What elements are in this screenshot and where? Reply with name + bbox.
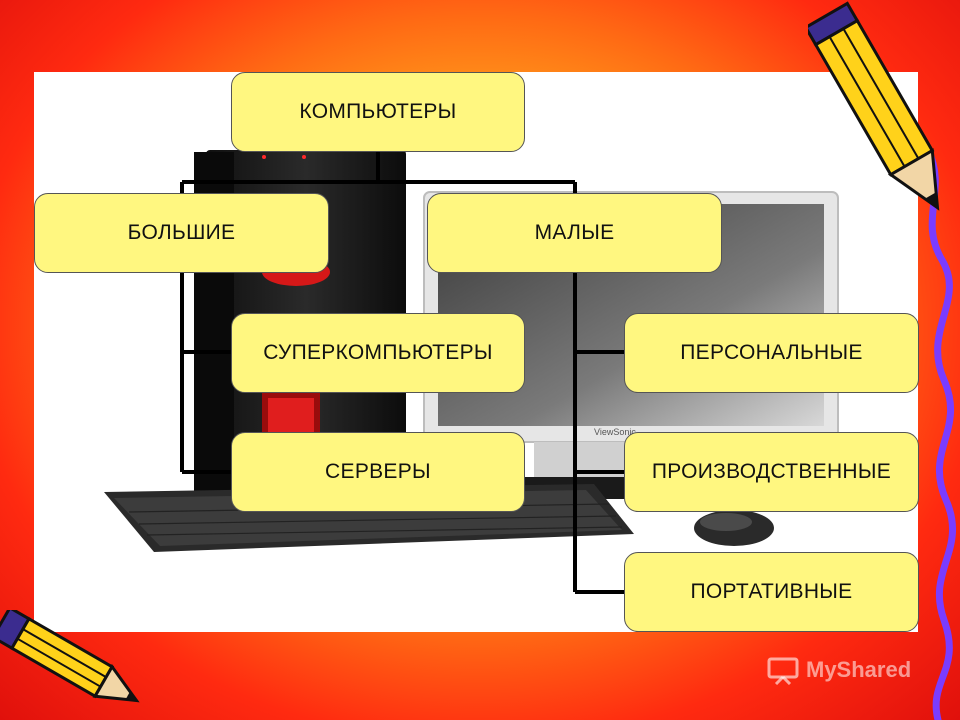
node-personal: ПЕРСОНАЛЬНЫЕ	[624, 313, 919, 393]
node-portable: ПОРТАТИВНЫЕ	[624, 552, 919, 632]
pencil-icon	[0, 610, 150, 720]
node-small: МАЛЫЕ	[427, 193, 722, 273]
watermark-text: MyShared	[806, 657, 911, 683]
watermark: MyShared	[766, 655, 911, 685]
purple-zigzag-stripe	[918, 150, 960, 720]
node-root: КОМПЬЮТЕРЫ	[231, 72, 525, 152]
node-industrial: ПРОИЗВОДСТВЕННЫЕ	[624, 432, 919, 512]
pencil-icon	[808, 0, 960, 230]
node-supercomputers: СУПЕРКОМПЬЮТЕРЫ	[231, 313, 525, 393]
node-large: БОЛЬШИЕ	[34, 193, 329, 273]
node-servers: СЕРВЕРЫ	[231, 432, 525, 512]
presentation-icon	[766, 655, 800, 685]
